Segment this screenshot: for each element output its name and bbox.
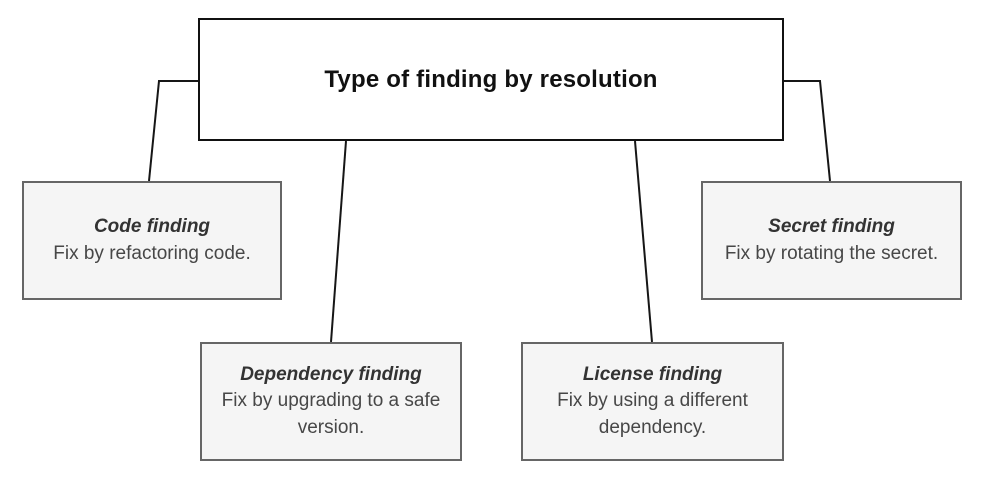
node-code-finding-body: Fix by refactoring code.	[53, 242, 251, 264]
node-dependency-finding-title: Dependency finding	[240, 363, 422, 385]
node-secret-finding: Secret finding Fix by rotating the secre…	[701, 181, 962, 300]
node-code-finding-title: Code finding	[93, 215, 211, 237]
node-license-finding-body: Fix by using a different dependency.	[557, 390, 748, 438]
node-secret-finding-title: Secret finding	[768, 215, 895, 237]
node-dependency-finding-body: Fix by upgrading to a safe version.	[221, 390, 441, 438]
connector-root-secret	[784, 80, 831, 182]
node-license-finding: License finding Fix by using a different…	[521, 342, 784, 461]
connector-root-dependency	[330, 140, 347, 343]
root-node-label: Type of finding by resolution	[324, 65, 658, 93]
connector-root-license	[634, 140, 653, 343]
node-license-finding-title: License finding	[582, 363, 723, 385]
node-secret-finding-body: Fix by rotating the secret.	[724, 242, 939, 264]
node-code-finding: Code finding Fix by refactoring code.	[22, 181, 282, 300]
connector-root-code	[148, 80, 198, 182]
node-dependency-finding: Dependency finding Fix by upgrading to a…	[200, 342, 462, 461]
root-node: Type of finding by resolution	[198, 18, 784, 141]
